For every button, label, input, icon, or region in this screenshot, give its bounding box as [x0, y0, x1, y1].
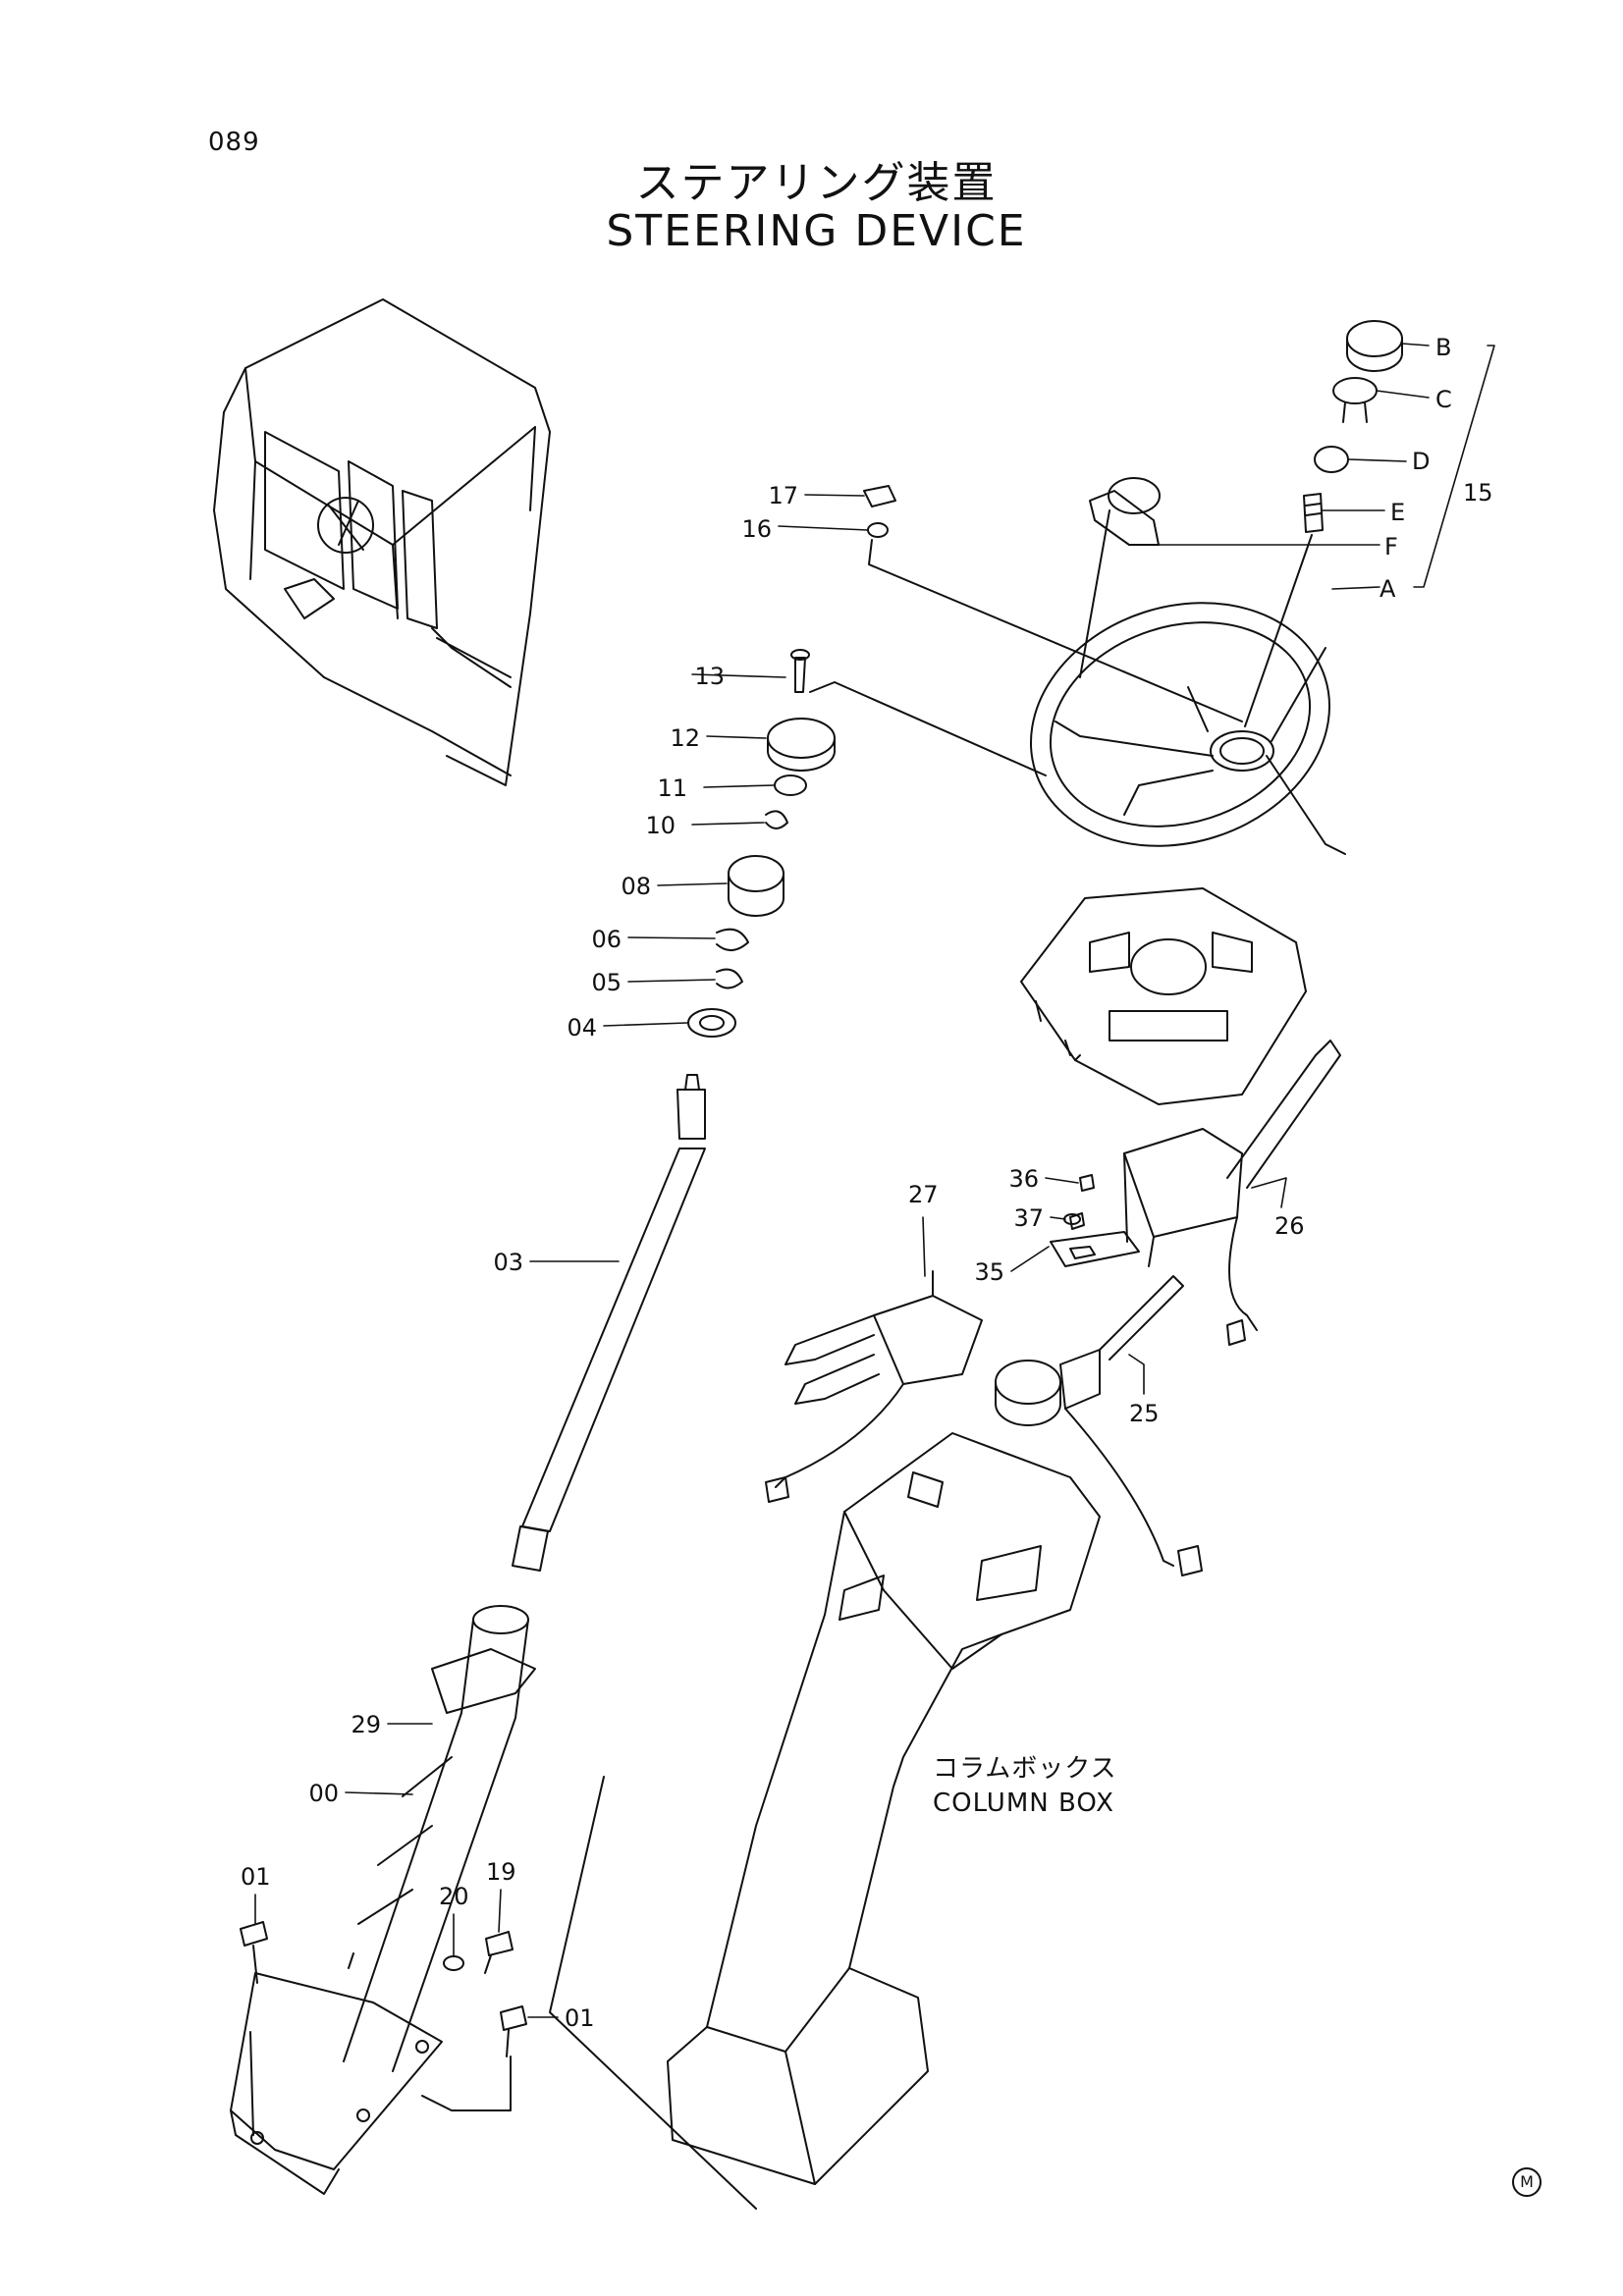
callout-15: 15 — [1463, 479, 1493, 507]
callout-36: 36 — [1008, 1165, 1039, 1193]
callout-35: 35 — [974, 1258, 1004, 1286]
callout-27: 27 — [908, 1181, 939, 1208]
bolts-19-20-01b — [421, 1931, 527, 2111]
steering-shaft — [512, 1074, 706, 1572]
switch-26 — [1123, 1040, 1341, 1346]
column-box-label-jp: コラムボックス — [933, 1754, 1117, 1784]
callout-11: 11 — [657, 774, 687, 802]
m-mark: M — [1512, 2167, 1542, 2197]
callout-13: 13 — [694, 663, 725, 690]
callout-00: 00 — [308, 1780, 339, 1807]
title-english: STEERING DEVICE — [606, 206, 1027, 256]
switch-25 — [995, 1275, 1203, 1576]
callout-D: D — [1412, 448, 1431, 475]
console-cover — [1020, 887, 1307, 1105]
title-japanese: ステアリング装置 — [635, 158, 998, 208]
callout-06: 06 — [591, 926, 622, 953]
callout-08: 08 — [621, 873, 651, 900]
cab-illustration — [213, 298, 551, 786]
callout-12: 12 — [670, 724, 700, 752]
horn-button-parts — [1244, 320, 1403, 727]
steering-wheel — [1029, 602, 1346, 855]
callout-16: 16 — [741, 515, 772, 543]
callout-C: C — [1435, 386, 1452, 413]
callout-01-left: 01 — [241, 1863, 271, 1891]
callout-20: 20 — [439, 1883, 469, 1910]
column-box-label-en: COLUMN BOX — [933, 1789, 1114, 1818]
page-number: 089 — [208, 128, 260, 157]
callout-10: 10 — [645, 812, 676, 839]
reference-lines — [549, 1000, 1042, 2210]
spinner-knob — [1079, 477, 1161, 678]
callout-25: 25 — [1129, 1400, 1160, 1427]
callout-B: B — [1435, 334, 1452, 361]
callout-26: 26 — [1274, 1212, 1305, 1240]
leader-lines — [254, 343, 1495, 2018]
callout-17: 17 — [768, 482, 798, 509]
upper-stack-parts — [687, 485, 1243, 1038]
callout-19: 19 — [486, 1858, 516, 1886]
switch-27 — [765, 1270, 983, 1503]
callout-05: 05 — [591, 969, 622, 996]
callout-01-right: 01 — [565, 2004, 595, 2032]
callout-03: 03 — [493, 1249, 523, 1276]
steering-column — [230, 1605, 536, 2195]
callout-37: 37 — [1013, 1204, 1044, 1232]
callout-F: F — [1384, 533, 1398, 561]
callout-29: 29 — [351, 1711, 381, 1738]
column-box — [667, 1432, 1101, 2185]
callout-E: E — [1390, 499, 1406, 526]
callout-04: 04 — [567, 1014, 597, 1041]
callout-A: A — [1380, 575, 1396, 603]
